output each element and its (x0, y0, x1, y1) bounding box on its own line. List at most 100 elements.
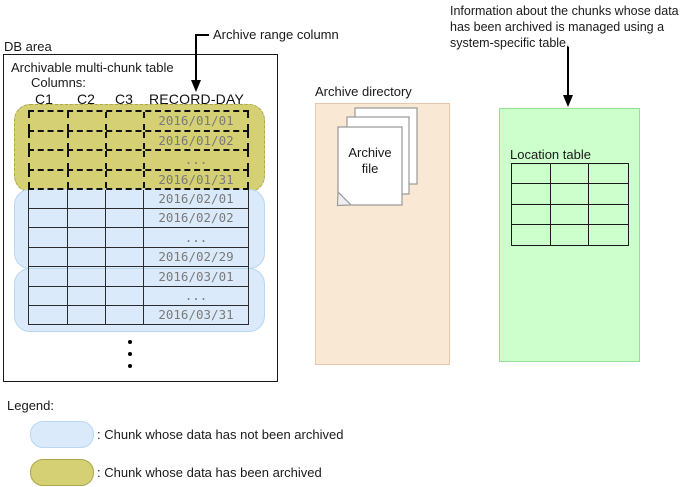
callout-arrow-line (195, 34, 197, 80)
table-cell (28, 247, 67, 266)
archived-chunk-pill (14, 104, 265, 192)
table-cell: 2016/02/02 (143, 208, 249, 227)
location-table-cell (551, 224, 590, 245)
archive-range-callout-label: Archive range column (213, 27, 339, 42)
table-cell (28, 170, 67, 188)
table-row: 2016/03/01 (28, 266, 249, 286)
legend-label: Legend: (7, 398, 54, 413)
arrow-down-icon (562, 95, 573, 107)
table-row: ... (28, 227, 249, 247)
table-cell (105, 228, 143, 247)
table-cell: ... (143, 228, 249, 247)
table-cell (105, 267, 143, 286)
table-cell (105, 151, 143, 169)
table-row: 2016/03/31 (28, 305, 249, 325)
table-row: 2016/01/31 (28, 168, 249, 188)
table-cell (67, 151, 105, 169)
record-day-value: 2016/01/01 (158, 113, 234, 129)
column-header-c1: C1 (35, 91, 53, 107)
table-cell: 2016/03/01 (143, 267, 249, 286)
table-row: ... (28, 285, 249, 305)
legend-item-text: : Chunk whose data has been archived (97, 465, 322, 480)
record-day-value: 2016/02/29 (158, 249, 234, 265)
table-cell (67, 208, 105, 227)
record-day-value: ... (184, 229, 208, 245)
location-table-cell (512, 164, 551, 185)
legend-swatch-not-archived (30, 421, 94, 448)
location-table-cell (550, 164, 590, 185)
table-cell (67, 286, 105, 305)
table-cell: ... (143, 151, 249, 169)
multi-chunk-table-title: Archivable multi-chunk table (11, 60, 174, 75)
table-cell: 2016/02/29 (143, 247, 249, 266)
column-header-c2: C2 (77, 91, 95, 107)
table-cell: 2016/01/02 (143, 131, 249, 149)
table-row: 2016/01/02 (28, 129, 249, 149)
column-header-c3: C3 (115, 91, 133, 107)
table-row: 2016/02/01 (28, 188, 249, 208)
location-table-cell (589, 225, 628, 245)
record-day-value: 2016/03/31 (158, 307, 234, 323)
location-table-cell (512, 224, 551, 245)
table-cell (67, 170, 105, 188)
table-cell (67, 228, 105, 247)
vertical-ellipsis (128, 340, 132, 368)
table-row: 2016/02/29 (28, 246, 249, 266)
table-cell (105, 170, 143, 188)
table-row: ... (28, 149, 249, 169)
record-day-value: 2016/03/01 (158, 268, 234, 284)
table-cell (67, 247, 105, 266)
table-cell (105, 190, 143, 208)
column-header-record-day: RECORD-DAY (148, 91, 245, 107)
record-day-value: ... (184, 152, 208, 168)
table-cell (28, 267, 67, 286)
archive-file-label: Archive file (348, 145, 392, 176)
table-cell (67, 131, 105, 149)
location-table-cell (589, 164, 628, 185)
table-cell (67, 306, 105, 324)
record-day-value: 2016/01/02 (158, 132, 234, 148)
record-day-value: 2016/01/31 (158, 171, 234, 187)
table-cell (28, 131, 67, 149)
db-area-box (3, 54, 278, 382)
not-archived-chunk-pill (14, 268, 265, 332)
record-day-value: 2016/02/02 (158, 210, 234, 226)
multi-chunk-table: 2016/01/01 2016/01/02 ... 2016/01/31 201… (28, 110, 249, 325)
location-table-cell (512, 204, 551, 225)
table-cell (28, 190, 67, 208)
table-cell: ... (143, 286, 249, 305)
archive-file-icon (336, 107, 418, 207)
table-cell (105, 286, 143, 305)
table-cell: 2016/01/31 (143, 170, 249, 188)
legend-item-text: : Chunk whose data has not been archived (97, 427, 344, 442)
table-cell (105, 306, 143, 324)
archive-directory-label: Archive directory (315, 84, 412, 99)
table-cell (28, 228, 67, 247)
not-archived-chunk-pill (14, 189, 265, 269)
location-table-cell (589, 205, 628, 225)
table-cell (67, 190, 105, 208)
location-table-cell (550, 184, 590, 205)
callout-arrow-line (197, 34, 209, 36)
columns-label: Columns: (31, 75, 86, 90)
table-cell (28, 208, 67, 227)
table-cell (105, 112, 143, 130)
arrow-down-icon (190, 80, 201, 92)
table-cell (28, 112, 67, 130)
table-cell (28, 306, 67, 324)
table-cell (67, 112, 105, 130)
legend-swatch-archived (30, 459, 94, 486)
location-table-grid (511, 163, 629, 246)
table-cell (67, 267, 105, 286)
location-table-label: Location table (510, 147, 591, 162)
table-cell (105, 131, 143, 149)
location-table-cell (589, 184, 628, 205)
note-arrow-line (567, 47, 569, 95)
table-row: 2016/02/02 (28, 207, 249, 227)
location-table-cell (512, 184, 551, 205)
table-cell: 2016/03/31 (143, 306, 249, 324)
record-day-value: ... (184, 288, 208, 304)
table-row: 2016/01/01 (28, 110, 249, 130)
table-cell: 2016/02/01 (143, 190, 249, 208)
